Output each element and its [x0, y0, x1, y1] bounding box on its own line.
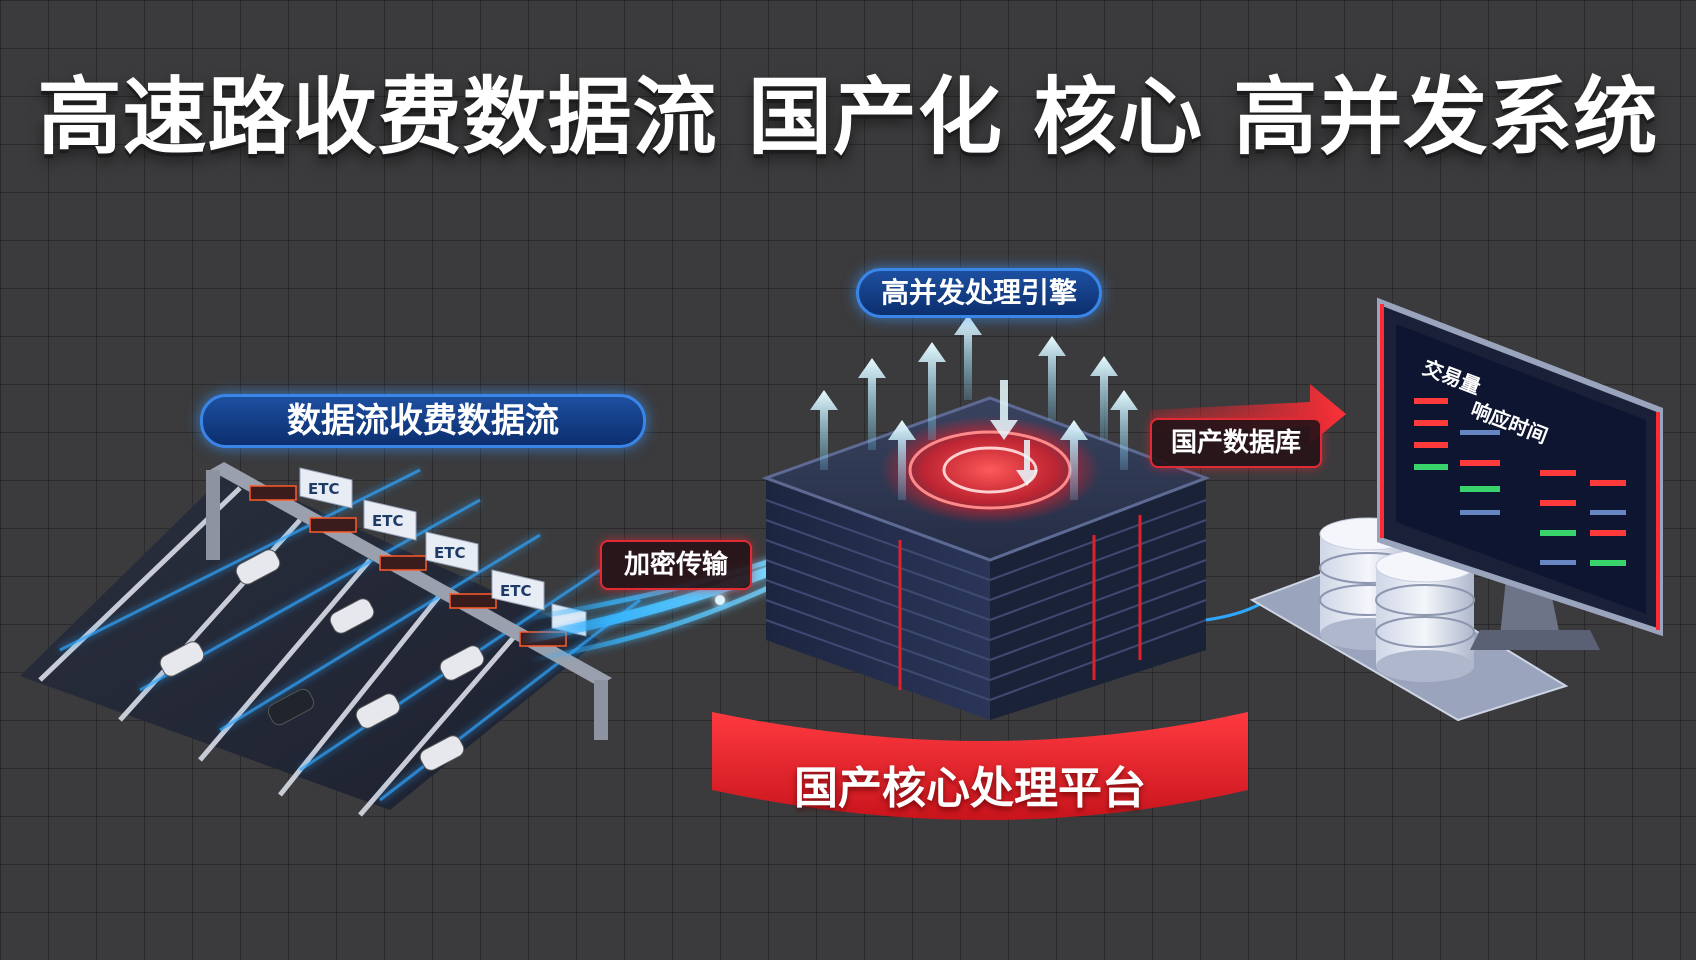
etc-sign-3: ETC [425, 531, 479, 573]
db-cable [1205, 602, 1261, 622]
encrypted-transmission-label: 加密传输 [600, 540, 752, 590]
server-red-accents [898, 515, 1142, 690]
core-platform-label: 国产核心处理平台 [794, 763, 1146, 814]
server-stack [712, 315, 1248, 820]
concurrency-arrows [810, 315, 1138, 500]
etc-sign-2-label: ETC [372, 512, 404, 530]
platform-ribbon [712, 712, 1248, 820]
etc-sign-1-label: ETC [308, 480, 340, 498]
toll-plaza: ETC ETC ETC ETC [20, 462, 641, 817]
monitor-data-rows [1414, 398, 1626, 566]
monitor: 交易量 响应时间 [1377, 297, 1663, 650]
toll-road-surface [20, 470, 600, 810]
etc-sign-2: ETC [363, 499, 417, 541]
etc-sign-4: ETC [491, 569, 545, 611]
page-title: 高速路收费数据流 国产化 核心 高并发系统 [37, 68, 1659, 166]
cars [159, 549, 485, 771]
high-concurrency-engine-label: 高并发处理引擎 [856, 268, 1102, 318]
database-cylinder-2 [1375, 549, 1475, 682]
etc-sign-1: ETC [299, 467, 353, 509]
etc-sign-3-label: ETC [434, 544, 466, 562]
down-arrows [990, 380, 1038, 486]
data-flow-label: 数据流收费数据流 [200, 394, 646, 448]
etc-sign-4-label: ETC [500, 582, 532, 600]
server-rack-lines [765, 499, 1207, 701]
domestic-database-label: 国产数据库 [1150, 418, 1322, 468]
monitor-screen [1396, 324, 1646, 614]
